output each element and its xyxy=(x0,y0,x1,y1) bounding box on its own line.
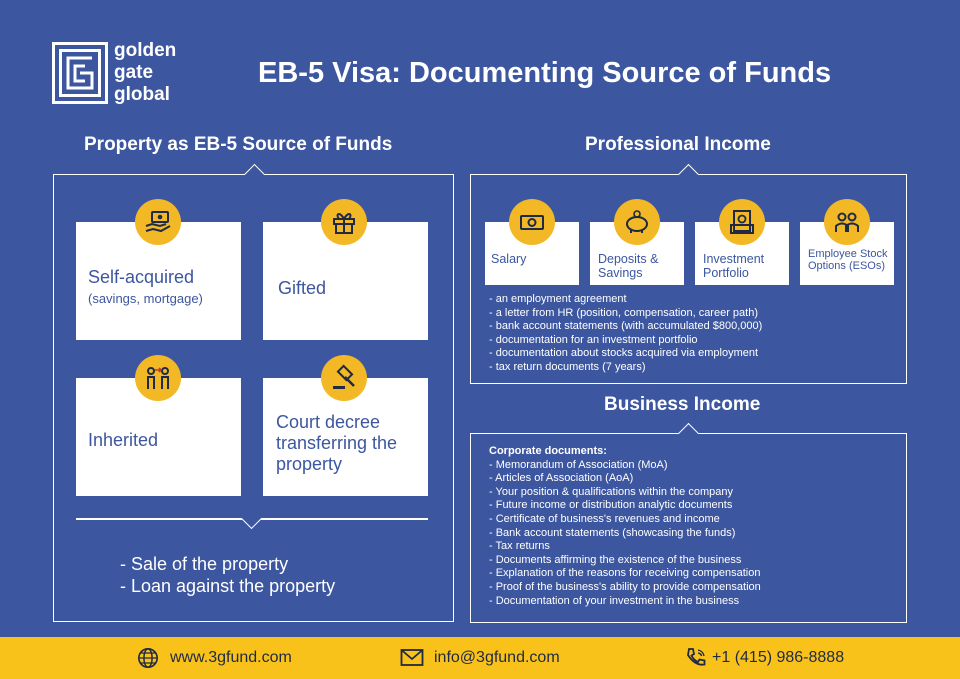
piggy-bank-icon xyxy=(614,199,660,245)
list-item: - bank account statements (with accumula… xyxy=(489,320,763,333)
footer-phone[interactable]: +1 (415) 986-8888 xyxy=(684,647,844,669)
list-item: - Documentation of your investment in th… xyxy=(489,594,740,607)
money-hand-icon xyxy=(135,199,181,245)
business-list-heading: Corporate documents: xyxy=(489,445,607,457)
property-card-label: Gifted xyxy=(278,278,327,298)
employees-icon xyxy=(824,199,870,245)
professional-card-eso: Employee Stock Options (ESOs) xyxy=(800,222,894,285)
list-item: - Your position & qualifications within … xyxy=(489,485,733,498)
footer-email[interactable]: info@3gfund.com xyxy=(400,647,560,669)
globe-icon xyxy=(138,648,158,668)
property-section-title: Property as EB-5 Source of Funds xyxy=(84,134,393,155)
property-card-label: Inherited xyxy=(88,430,159,450)
business-section-title: Business Income xyxy=(604,394,761,415)
banknote-icon xyxy=(509,199,555,245)
page-title: EB-5 Visa: Documenting Source of Funds xyxy=(258,57,832,89)
brand-line-3: global xyxy=(114,84,170,105)
portfolio-icon xyxy=(719,199,765,245)
phone-icon xyxy=(687,648,706,666)
professional-card-label: Investment Portfolio xyxy=(703,252,765,280)
professional-bullet-list: - an employment agreement - a letter fro… xyxy=(489,293,762,375)
footer: www.3gfund.com info@3gfund.com +1 (415) … xyxy=(0,637,960,679)
list-item: - documentation about stocks acquired vi… xyxy=(489,347,759,360)
list-item: - Sale of the property xyxy=(120,554,289,574)
list-item: - documentation for an investment portfo… xyxy=(489,333,698,346)
logo-icon xyxy=(52,42,108,104)
business-bullet-list: Corporate documents: - Memorandum of Ass… xyxy=(489,445,761,608)
list-item: - Proof of the business's ability to pro… xyxy=(489,580,761,593)
list-item: - Memorandum of Association (MoA) xyxy=(489,458,668,471)
phone-link[interactable]: +1 (415) 986-8888 xyxy=(712,649,845,666)
list-item: - Future income or distribution analytic… xyxy=(489,499,733,512)
list-item: - Loan against the property xyxy=(120,576,336,596)
professional-section-title: Professional Income xyxy=(585,134,771,155)
envelope-icon xyxy=(400,649,424,666)
list-item: - Tax returns xyxy=(489,540,550,553)
property-card-sub: (savings, mortgage) xyxy=(88,291,203,306)
list-item: - a letter from HR (position, compensati… xyxy=(489,306,759,319)
brand-line-2: gate xyxy=(114,62,154,83)
list-item: - Certificate of business's revenues and… xyxy=(489,512,720,525)
property-card-label: Court decree transferring the property xyxy=(276,412,398,474)
professional-card-label: Salary xyxy=(491,252,527,266)
brand-name: golden gate global xyxy=(114,40,176,106)
gavel-icon xyxy=(321,355,367,401)
professional-card-deposits: Deposits & Savings xyxy=(590,222,684,285)
email-link[interactable]: info@3gfund.com xyxy=(434,649,560,666)
people-transfer-icon xyxy=(135,355,181,401)
list-item: - Documents affirming the existence of t… xyxy=(489,553,742,566)
list-item: - Explanation of the reasons for receivi… xyxy=(489,567,761,580)
professional-card-salary: Salary xyxy=(485,222,579,285)
professional-card-label: Deposits & Savings xyxy=(598,252,659,280)
property-card-label: Self-acquired xyxy=(88,267,195,287)
brand-line-1: golden xyxy=(114,40,177,61)
footer-website[interactable]: www.3gfund.com xyxy=(136,647,292,669)
list-item: - an employment agreement xyxy=(489,293,627,305)
list-item: - Bank account statements (showcasing th… xyxy=(489,526,736,539)
list-item: - tax return documents (7 years) xyxy=(489,360,646,373)
professional-card-label: Employee Stock Options (ESOs) xyxy=(808,248,888,272)
gift-icon xyxy=(321,199,367,245)
property-bullet-list: - Sale of the property - Loan against th… xyxy=(120,553,335,597)
list-item: - Articles of Association (AoA) xyxy=(489,472,634,485)
website-link[interactable]: www.3gfund.com xyxy=(170,649,292,666)
